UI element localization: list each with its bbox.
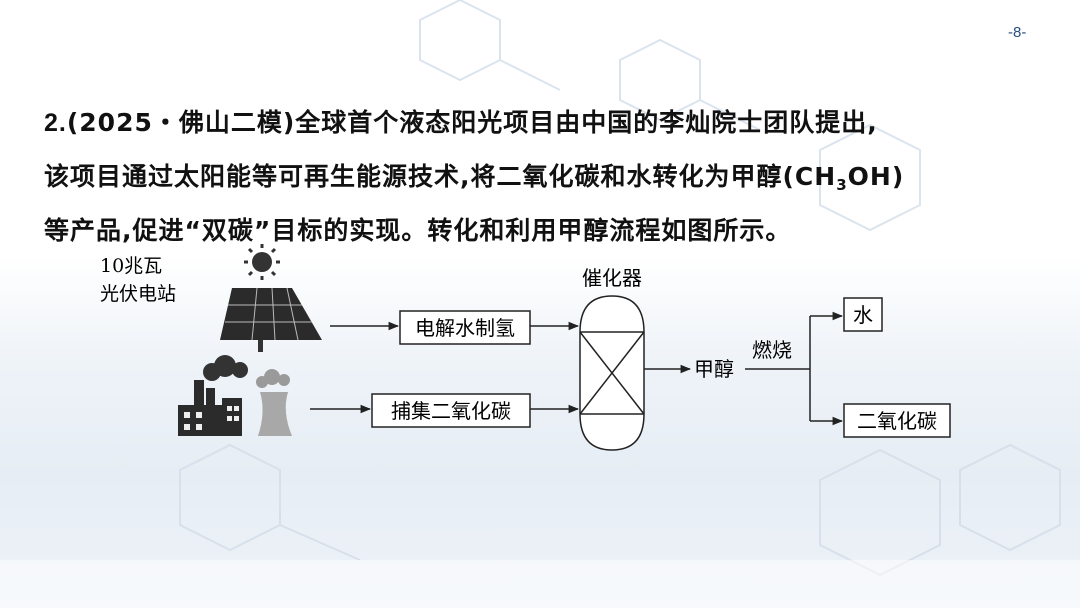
methanol-label: 甲醇 — [694, 357, 734, 381]
formula-subscript: 3 — [836, 176, 848, 194]
bond-watermark — [499, 59, 561, 91]
combustion-label: 燃烧 — [752, 338, 792, 362]
co2-capture-box — [371, 393, 531, 428]
question-source: (2025・佛山二模) — [66, 108, 296, 137]
catalytic-reactor — [579, 295, 645, 451]
hexagon-watermark — [959, 443, 1061, 552]
co2-capture-label: 捕集二氧化碳 — [391, 399, 511, 423]
question-number: 2. — [44, 109, 67, 137]
question-text: 2.(2025・佛山二模)全球首个液态阳光项目由中国的李灿院士团队提出, 该项目… — [44, 96, 1054, 258]
question-line-1: 2.(2025・佛山二模)全球首个液态阳光项目由中国的李灿院士团队提出, — [44, 96, 1054, 150]
solar-panel-icon — [220, 287, 322, 352]
question-line-2-text: 该项目通过太阳能等可再生能源技术,将二氧化碳和水转化为甲醇(CH — [44, 162, 837, 191]
pv-station-label-1: 10兆瓦 — [100, 255, 162, 277]
catalyst-label: 催化器 — [582, 266, 642, 290]
hexagon-watermark — [819, 123, 921, 232]
co2-product-label: 二氧化碳 — [857, 409, 937, 433]
bond-watermark — [279, 524, 361, 561]
page-number: -8- — [1008, 24, 1027, 41]
sun-icon — [244, 244, 280, 280]
pv-station-label-2: 光伏电站 — [100, 283, 176, 305]
hexagon-watermark — [819, 448, 941, 577]
water-box — [843, 297, 883, 332]
factory-icon — [178, 355, 292, 436]
water-label: 水 — [853, 303, 873, 327]
question-line-2-end: OH) — [847, 162, 905, 191]
electrolysis-label: 电解水制氢 — [415, 316, 515, 340]
question-line-1-text: 全球首个液态阳光项目由中国的李灿院士团队提出, — [295, 108, 878, 137]
bond-watermark — [699, 99, 761, 131]
electrolysis-box — [399, 310, 531, 345]
co2-product-box — [843, 403, 951, 438]
question-line-3: 等产品,促进“双碳”目标的实现。转化和利用甲醇流程如图所示。 — [44, 216, 792, 245]
question-line-2: 该项目通过太阳能等可再生能源技术,将二氧化碳和水转化为甲醇(CH3OH) — [44, 150, 1054, 204]
